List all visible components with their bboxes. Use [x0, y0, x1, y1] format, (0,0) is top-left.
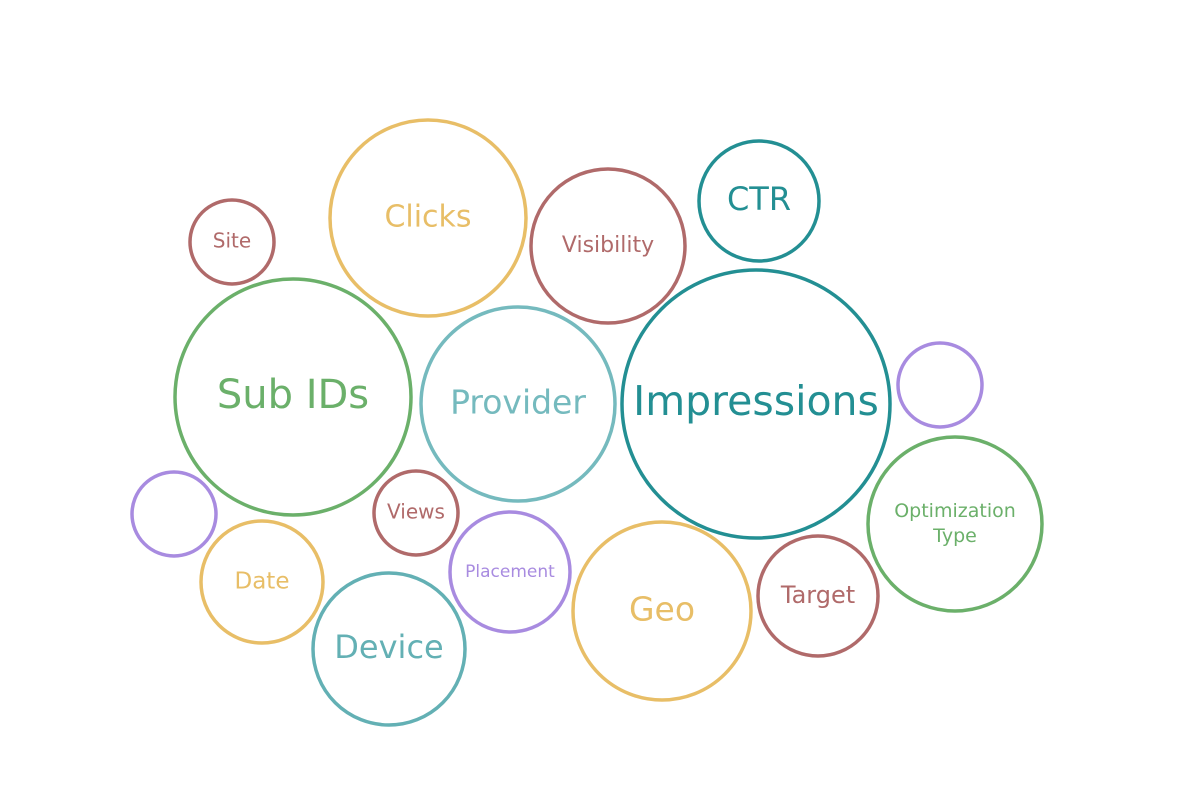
bubble-ctr: CTR — [697, 139, 821, 263]
bubble-label-device: Device — [334, 628, 443, 666]
bubble-circle-empty-2 — [130, 470, 218, 558]
bubble-circle-impressions — [620, 268, 892, 540]
bubble-label-provider: Provider — [450, 383, 586, 422]
bubble-label-optimization-type-line-2: Type — [932, 525, 977, 547]
bubble-circle-views — [372, 469, 460, 557]
bubble-label-ctr: CTR — [727, 180, 791, 218]
bubble-circle-placement — [448, 510, 572, 634]
bubble-label-site: Site — [213, 229, 251, 253]
bubble-circle-provider — [419, 305, 617, 503]
bubble-date: Date — [199, 519, 325, 645]
bubble-circle-site — [188, 198, 276, 286]
bubble-circle-sub-ids — [173, 277, 413, 517]
bubble-label-target: Target — [780, 581, 855, 609]
bubble-label-optimization-type-line-1: Optimization — [894, 500, 1016, 522]
bubble-label-clicks: Clicks — [384, 200, 471, 235]
bubble-circle-empty-1 — [896, 341, 984, 429]
bubble-circle-visibility — [529, 167, 687, 325]
bubble-label-impressions: Impressions — [633, 377, 879, 425]
bubble-circle-geo — [571, 520, 753, 702]
bubble-views: Views — [372, 469, 460, 557]
bubble-circle-optimization-type — [866, 435, 1044, 613]
bubble-site: Site — [188, 198, 276, 286]
bubble-circle-target — [756, 534, 880, 658]
bubble-impressions: Impressions — [620, 268, 892, 540]
bubble-circle-ctr — [697, 139, 821, 263]
bubble-circle-device — [311, 571, 467, 727]
bubble-circle-clicks — [328, 118, 528, 318]
bubble-device: Device — [311, 571, 467, 727]
bubble-placement: Placement — [448, 510, 572, 634]
bubble-geo: Geo — [571, 520, 753, 702]
bubble-label-geo: Geo — [629, 590, 695, 629]
bubble-circle-date — [199, 519, 325, 645]
bubble-label-sub-ids: Sub IDs — [217, 372, 369, 418]
bubble-target: Target — [756, 534, 880, 658]
bubble-clicks: Clicks — [328, 118, 528, 318]
bubble-empty-1 — [896, 341, 984, 429]
bubble-sub-ids: Sub IDs — [173, 277, 413, 517]
bubble-visibility: Visibility — [529, 167, 687, 325]
bubble-label-visibility: Visibility — [562, 233, 654, 258]
bubble-label-views: Views — [387, 500, 445, 524]
bubble-provider: Provider — [419, 305, 617, 503]
bubble-label-placement: Placement — [465, 562, 555, 582]
bubble-empty-2 — [130, 470, 218, 558]
bubble-label-date: Date — [235, 569, 290, 595]
